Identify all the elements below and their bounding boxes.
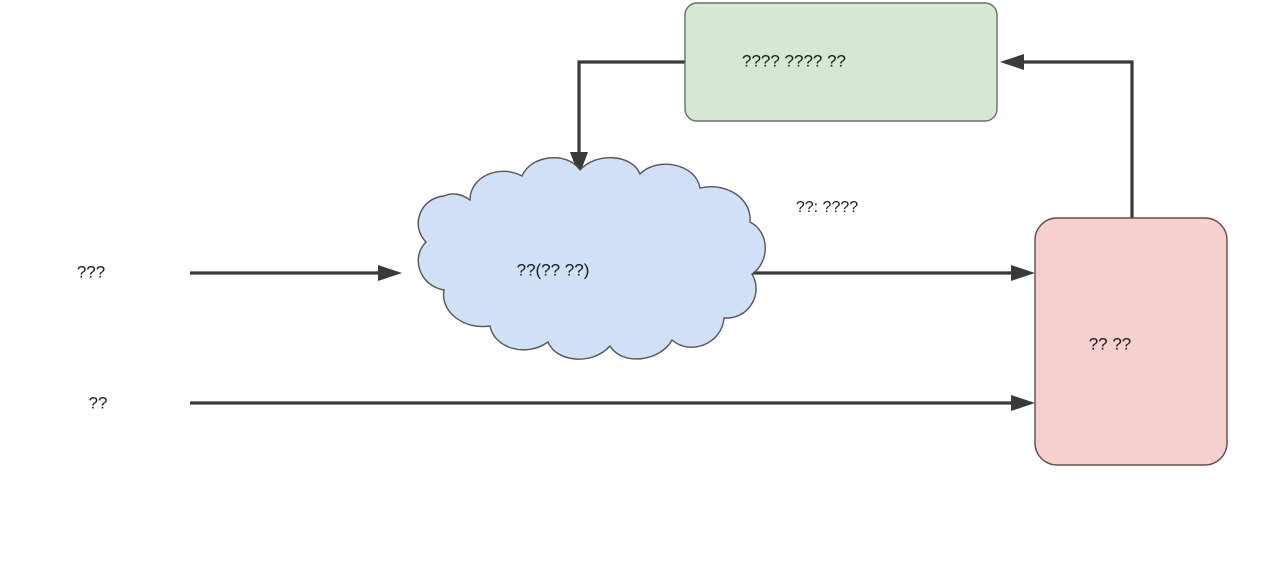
- edge-output-to-policy[interactable]: [1000, 54, 1134, 218]
- output-node[interactable]: ?? ??: [1034, 217, 1228, 466]
- input-label-primary: ???: [77, 262, 105, 281]
- edge-cloud-to-output[interactable]: [752, 265, 1035, 281]
- edge-policy-to-cloud[interactable]: [570, 60, 685, 176]
- output-node-shape: [1034, 217, 1228, 466]
- edge-cloud-to-output-label: ??: ????: [796, 199, 858, 216]
- policy-node-label: ???? ???? ??: [742, 51, 846, 70]
- edge-policy-to-cloud-arrowhead: [570, 152, 588, 176]
- process-cloud-node-label: ??(?? ??): [517, 260, 590, 279]
- process-cloud-node[interactable]: ??(?? ??): [417, 157, 766, 360]
- input-label-secondary: ??: [89, 393, 108, 412]
- policy-node-shape: [684, 2, 998, 122]
- edge-input-to-cloud-arrowhead: [378, 265, 402, 281]
- edge-input-secondary-to-output[interactable]: [190, 395, 1035, 411]
- edge-output-to-policy-arrowhead: [1000, 54, 1024, 70]
- edge-input-secondary-to-output-arrowhead: [1011, 395, 1035, 411]
- edge-policy-to-cloud-line: [577, 60, 685, 153]
- edge-output-to-policy-line: [1022, 60, 1134, 218]
- edge-input-to-cloud[interactable]: [190, 265, 402, 281]
- policy-node[interactable]: ???? ???? ??: [684, 2, 998, 122]
- output-node-label: ?? ??: [1089, 334, 1132, 353]
- edge-cloud-to-output-arrowhead: [1011, 265, 1035, 281]
- process-cloud-node-shape: [417, 157, 766, 360]
